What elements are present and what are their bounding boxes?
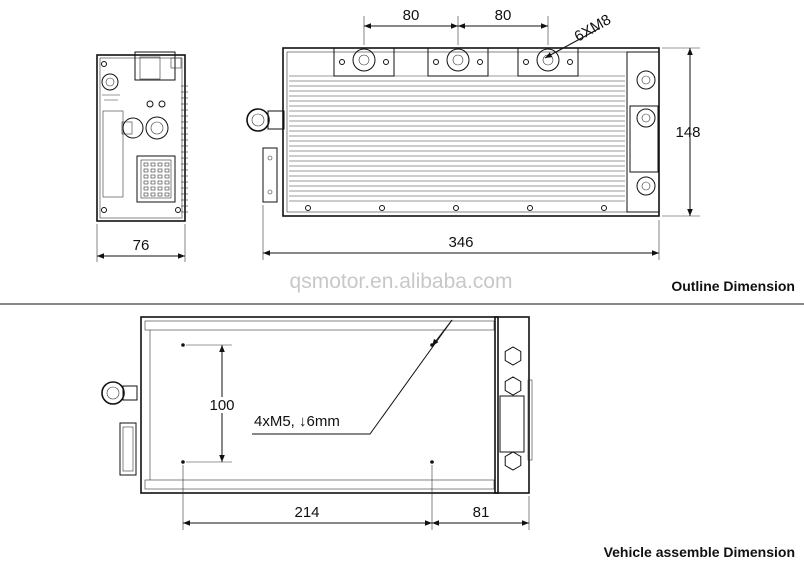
mount-leader-line — [252, 319, 453, 435]
mount-hole — [181, 343, 185, 347]
side-plug — [134, 51, 176, 81]
mount-holes-label: 4xM5, ↓6mm — [254, 413, 340, 430]
right-end-cap — [626, 51, 660, 213]
connector-pins — [143, 162, 170, 197]
end-nut-bottom-icon — [636, 176, 656, 196]
hole-spacing-h-label: 214 — [294, 504, 319, 521]
terminal-bolt-icon — [446, 48, 470, 72]
terminal-bolts-label: 6XM8 — [572, 11, 614, 45]
hex-nut-icon — [504, 451, 522, 471]
heatsink-fins — [289, 75, 625, 202]
terminal-block — [333, 47, 395, 77]
terminal-bolt-icon — [352, 48, 376, 72]
outline-dimension-caption: Outline Dimension — [671, 278, 795, 294]
terminal-block — [517, 47, 579, 77]
height-label: 148 — [675, 124, 700, 141]
top-view — [246, 47, 660, 217]
left-knob-icon — [246, 108, 270, 132]
side-body — [96, 54, 186, 222]
bottom-end-cap — [494, 316, 530, 494]
screw-icon — [379, 205, 385, 211]
terminal-bolt-icon — [536, 48, 560, 72]
logo-icon — [101, 73, 119, 91]
edge-offset-label: 81 — [473, 504, 490, 521]
screw-icon — [305, 205, 311, 211]
terminal-blocks — [333, 47, 579, 77]
round-connector-icon — [122, 117, 144, 139]
hex-nut-icon — [504, 346, 522, 366]
bottom-knob-icon — [101, 381, 125, 405]
screw-icon — [527, 205, 533, 211]
side-width-label: 76 — [133, 237, 150, 254]
mount-hole — [430, 460, 434, 464]
spacing-left-label: 80 — [403, 7, 420, 24]
screw-icon — [601, 205, 607, 211]
spacing-right-label: 80 — [495, 7, 512, 24]
bottom-plate — [140, 316, 499, 494]
signal-connector-icon — [136, 155, 176, 203]
screw-icon — [453, 205, 459, 211]
length-label: 346 — [448, 234, 473, 251]
hole-spacing-v-label: 100 — [209, 397, 234, 414]
mount-hole — [181, 460, 185, 464]
watermark-text: qsmotor.en.alibaba.com — [290, 270, 513, 293]
left-bracket — [262, 147, 278, 203]
hex-nut-icon — [504, 376, 522, 396]
vehicle-assemble-caption: Vehicle assemble Dimension — [604, 544, 795, 560]
bolt-leader-line — [544, 27, 601, 59]
bottom-bracket — [119, 422, 137, 476]
end-nut-mid-icon — [636, 108, 656, 128]
side-view — [96, 51, 188, 222]
end-nut-top-icon — [636, 70, 656, 90]
terminal-block — [427, 47, 489, 77]
bottom-view — [101, 316, 533, 494]
